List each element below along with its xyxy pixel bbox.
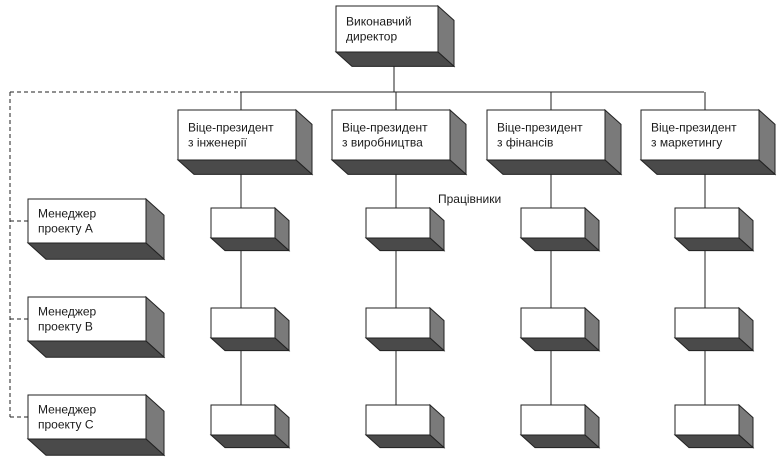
workers-label: Працівники (438, 192, 501, 206)
vp-box-1-bottom (330, 159, 468, 175)
vp-box-0-face (177, 109, 297, 161)
vp-box-0-label-line: Віце-президент (188, 121, 274, 135)
vp-box-0-label-line: з інженерії (188, 136, 247, 150)
pm-box-2-bottom (26, 438, 166, 456)
worker-box-c0-r2 (209, 403, 291, 449)
vp-box-3-face (640, 109, 760, 161)
worker-box-c3-r1-face (674, 307, 740, 339)
pm-box-0-label-line: проекту A (38, 222, 93, 236)
ceo-box-face (335, 5, 439, 53)
vp-box-1-face (331, 109, 451, 161)
worker-box-c0-r0 (209, 206, 291, 252)
worker-box-c3-r1-bottom (673, 337, 755, 352)
worker-box-c1-r0-face (365, 207, 431, 239)
worker-box-c0-r1-bottom (209, 337, 291, 352)
vp-box-3-label-line: з маркетингу (651, 136, 722, 150)
worker-box-c0-r1 (209, 306, 291, 352)
worker-box-c2-r0-bottom (519, 237, 601, 252)
pm-box-0-face (27, 198, 147, 244)
worker-box-c2-r0-face (520, 207, 586, 239)
pm-box-2-label-line: проекту C (38, 418, 94, 432)
worker-box-c1-r2 (364, 403, 446, 449)
worker-box-c3-r2-bottom (673, 434, 755, 449)
pm-box-2-face (27, 394, 147, 440)
worker-box-c1-r2-bottom (364, 434, 446, 449)
vp-box-2-label-line: з фінансів (497, 136, 553, 150)
vp-box-2-label-line: Віце-президент (497, 121, 583, 135)
worker-box-c2-r1-bottom (519, 337, 601, 352)
worker-box-c0-r2-bottom (209, 434, 291, 449)
worker-box-c0-r0-face (210, 207, 276, 239)
vp-box-1-label-line: з виробництва (342, 136, 423, 150)
worker-box-c2-r1 (519, 306, 601, 352)
worker-box-c2-r2-bottom (519, 434, 601, 449)
ceo-box-label-line: Виконавчий (346, 15, 412, 29)
worker-box-c0-r0-bottom (209, 237, 291, 252)
worker-box-c1-r0-bottom (364, 237, 446, 252)
worker-box-c3-r0-bottom (673, 237, 755, 252)
pm-box-1-label-line: Менеджер (38, 305, 97, 319)
worker-box-c2-r1-face (520, 307, 586, 339)
worker-box-c1-r0 (364, 206, 446, 252)
worker-box-c2-r2 (519, 403, 601, 449)
worker-box-c3-r0 (673, 206, 755, 252)
connector-lines (9, 52, 706, 418)
worker-box-c1-r1-face (365, 307, 431, 339)
vp-box-3-bottom (639, 159, 777, 175)
pm-box-1-bottom (26, 340, 166, 358)
vp-box-2-bottom (485, 159, 623, 175)
worker-box-c2-r2-face (520, 404, 586, 436)
ceo-box-label-line: директор (346, 30, 397, 44)
pm-box-0-label-line: Менеджер (38, 207, 97, 221)
pm-box-1-label-line: проекту B (38, 320, 93, 334)
worker-box-c0-r2-face (210, 404, 276, 436)
pm-box-0-bottom (26, 242, 166, 260)
pm-box-2-label-line: Менеджер (38, 403, 97, 417)
vp-box-0-bottom (176, 159, 314, 175)
worker-box-c0-r1-face (210, 307, 276, 339)
pm-box-1-face (27, 296, 147, 342)
worker-box-c3-r2 (673, 403, 755, 449)
worker-box-c1-r1 (364, 306, 446, 352)
ceo-box-bottom (334, 51, 456, 67)
worker-box-c2-r0 (519, 206, 601, 252)
worker-box-c1-r2-face (365, 404, 431, 436)
vp-box-1-label-line: Віце-президент (342, 121, 428, 135)
worker-box-c3-r2-face (674, 404, 740, 436)
worker-box-c1-r1-bottom (364, 337, 446, 352)
worker-box-c3-r1 (673, 306, 755, 352)
vp-box-2-face (486, 109, 606, 161)
vp-box-3-label-line: Віце-президент (651, 121, 737, 135)
worker-box-c3-r0-face (674, 207, 740, 239)
